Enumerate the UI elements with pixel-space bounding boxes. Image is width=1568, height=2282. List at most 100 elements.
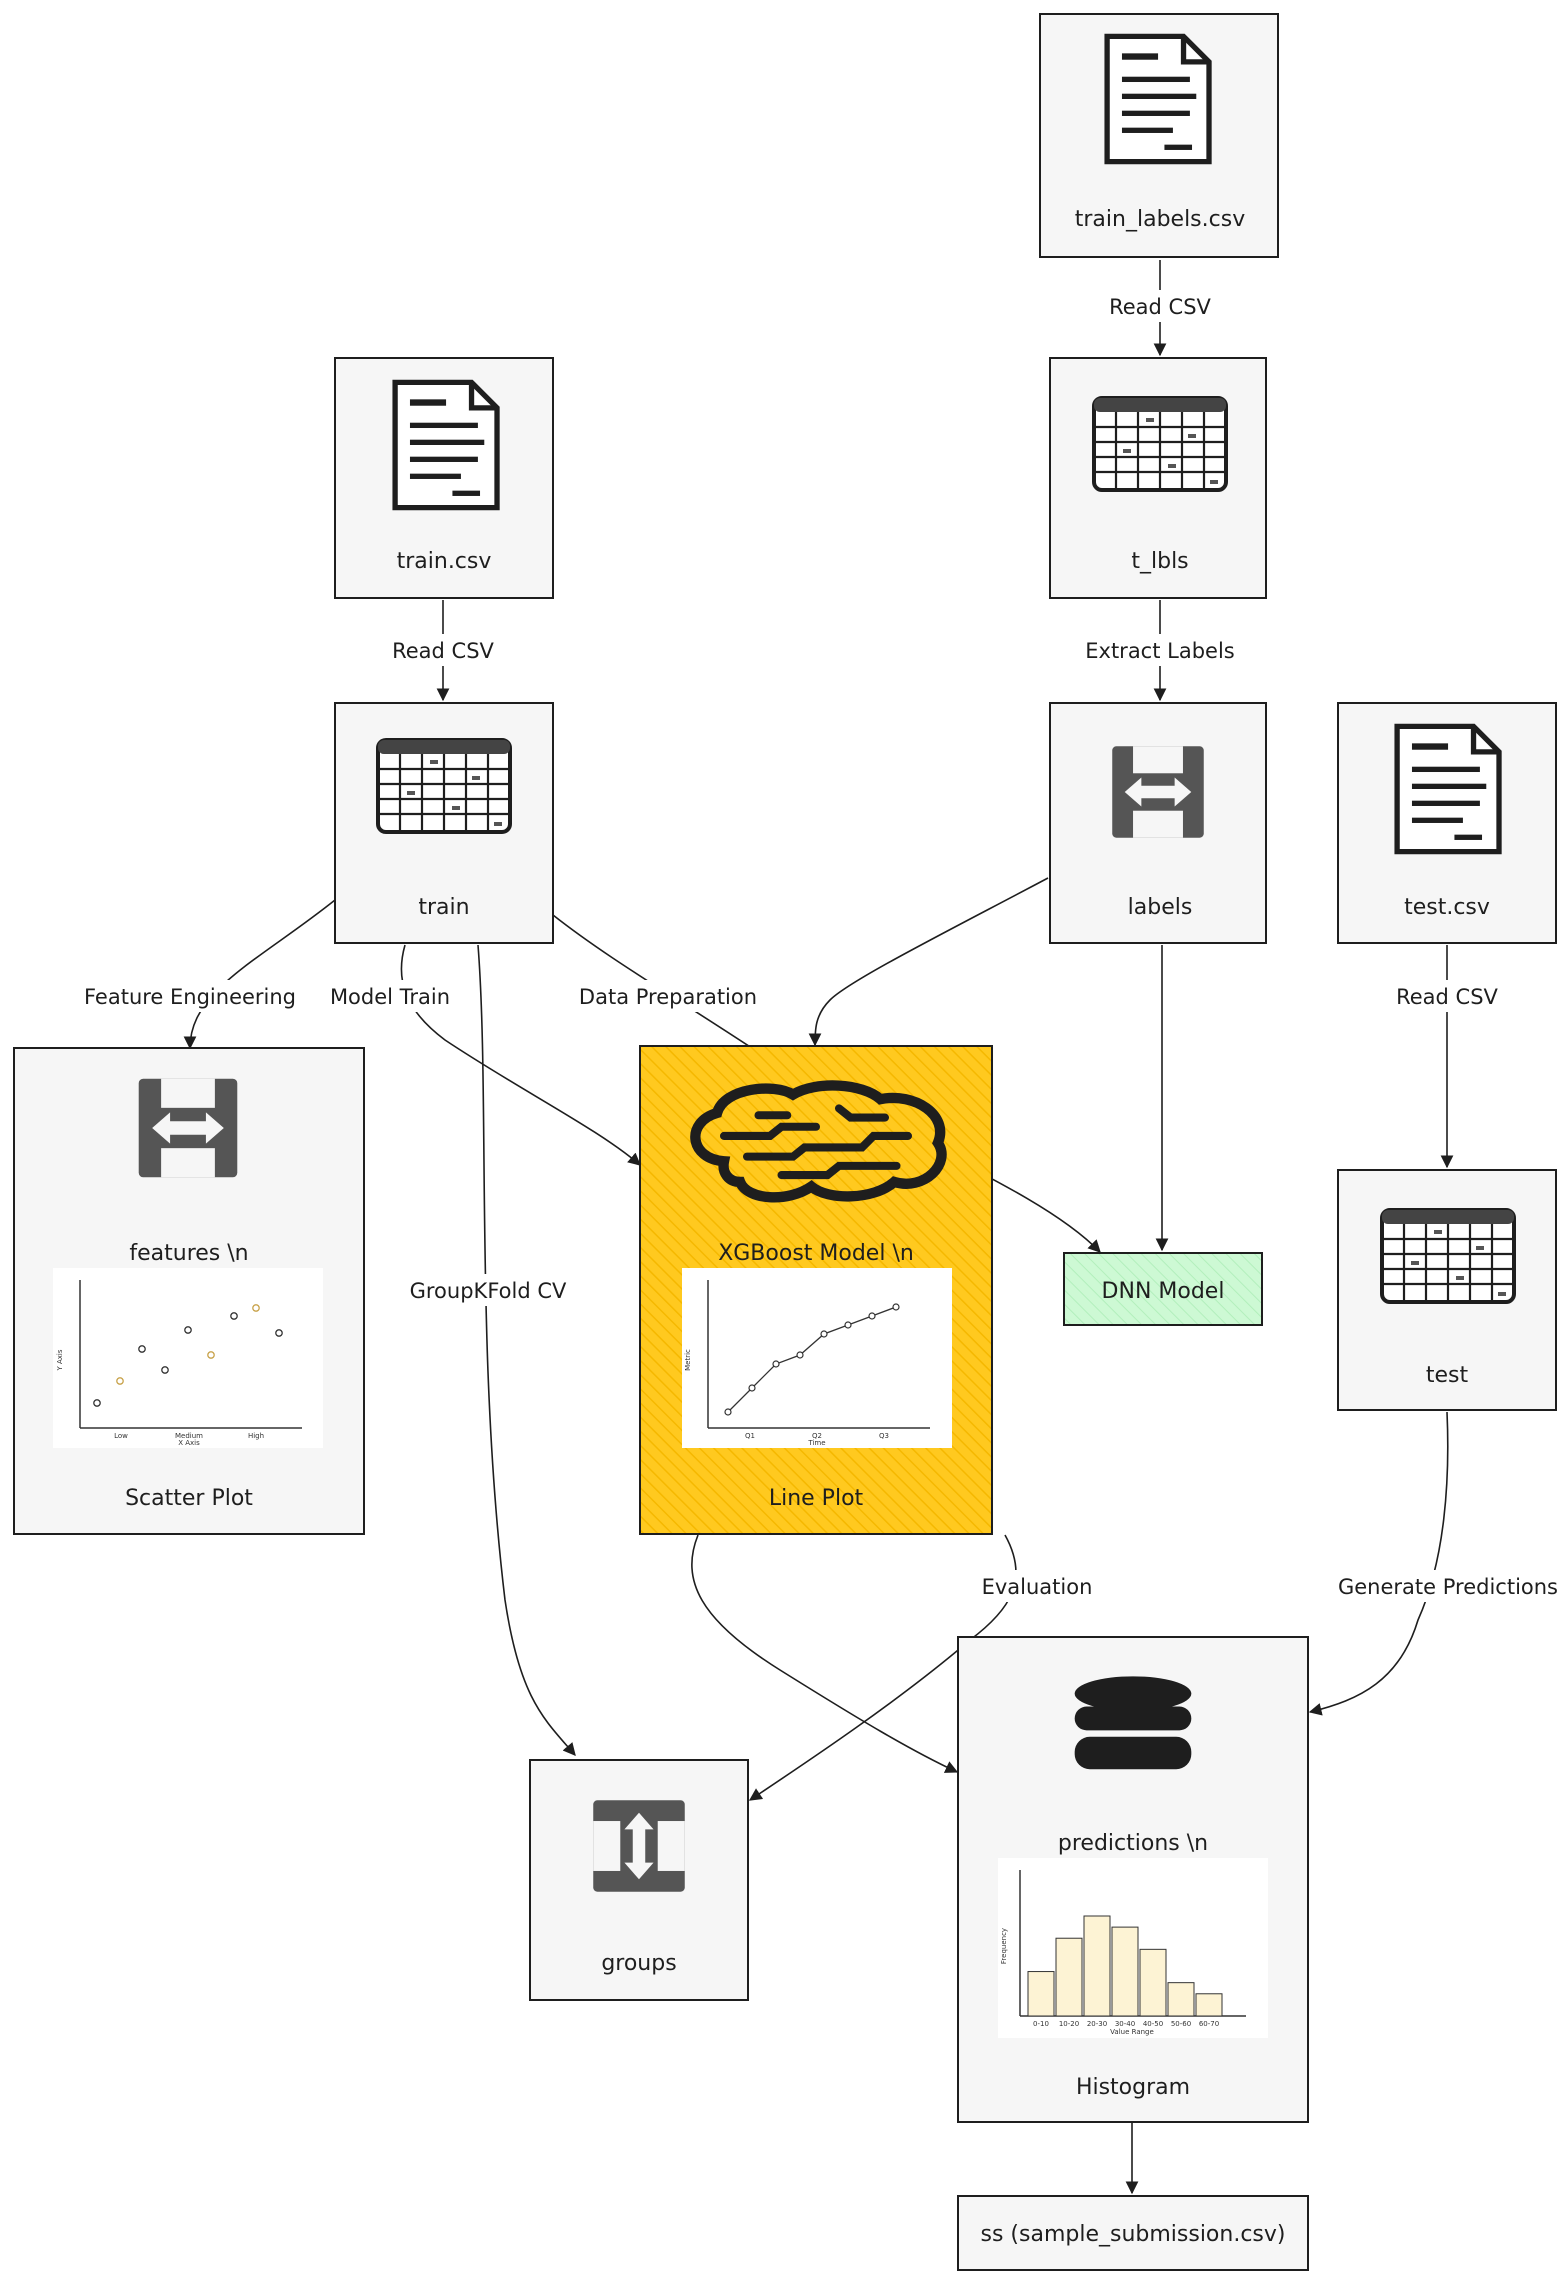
y-axis-label: Metric [684,1349,692,1371]
node-label: features \n [129,1241,248,1266]
node-label: XGBoost Model \n [718,1241,914,1266]
scatter-point [161,1366,169,1374]
scatter-point [184,1326,192,1334]
line-plot-thumbnail: Q1 Q2 Q3 Time Metric [682,1268,952,1448]
scatter-point [275,1329,283,1337]
x-tick: Q2 [812,1432,822,1440]
edge-label-read-csv: Read CSV [1109,295,1211,319]
node-test-csv[interactable]: test.csv [1337,702,1557,944]
document-icon [1107,36,1209,161]
node-sublabel: Scatter Plot [125,1486,253,1511]
x-axis-label: Time [807,1439,825,1447]
table-icon [378,740,510,832]
edge-label-evaluation: Evaluation [982,1575,1093,1599]
line-series [727,1306,897,1413]
node-train-csv[interactable]: train.csv [334,357,554,599]
node-label: train.csv [397,549,492,574]
x-axis-label: X Axis [178,1439,200,1447]
edge-labels-to-xgboost [808,877,1049,1047]
edge-label-read-csv: Read CSV [392,639,494,663]
scatter-point [116,1377,124,1385]
node-labels[interactable]: labels [1049,702,1267,944]
edge-labels: Read CSV Read CSV Extract Labels Read CS… [78,290,1566,1602]
line-point [724,1408,732,1416]
node-t-lbls[interactable]: t_lbls [1049,357,1267,599]
histogram-bar [1139,1948,1167,2017]
edge-label-read-csv: Read CSV [1396,985,1498,1009]
edge-train-to-groups [477,944,576,1756]
node-label: test [1426,1363,1469,1388]
node-train-labels-csv[interactable]: train_labels.csv [1039,13,1279,258]
x-tick: 30-40 [1115,2020,1135,2028]
swap-vertical-icon [593,1800,685,1892]
node-dnn-model[interactable]: DNN Model [1063,1252,1263,1326]
document-icon [1397,726,1499,851]
table-icon [1094,398,1226,490]
node-label: train_labels.csv [1075,207,1245,232]
edge-label-generate-predictions: Generate Predictions [1338,1575,1558,1599]
node-sublabel: Histogram [1076,2075,1190,2100]
x-tick: 20-30 [1087,2020,1107,2028]
edge-label-model-train: Model Train [330,985,450,1009]
node-label: groups [601,1951,676,1976]
line-point [796,1351,804,1359]
edge-test-to-predictions [1308,1411,1449,1716]
swap-horizontal-icon [138,1078,238,1178]
edge-label-feature-engineering: Feature Engineering [84,985,296,1009]
x-tick: Medium [175,1432,203,1440]
histogram-bar [1083,1915,1111,2017]
document-icon [395,382,497,507]
line-point [772,1360,780,1368]
node-label: DNN Model [1102,1279,1225,1304]
scatter-point [207,1351,215,1359]
node-groups[interactable]: groups [529,1759,749,2001]
scatter-point [252,1304,260,1312]
scatter-plot-thumbnail: Low Medium High X Axis Y Axis [53,1268,323,1448]
histogram-bars [1027,1915,1223,2017]
x-tick: 50-60 [1171,2020,1191,2028]
y-axis-label: Y Axis [56,1349,64,1371]
x-tick: High [248,1432,264,1440]
edge-label-groupkfold-cv: GroupKFold CV [410,1279,567,1303]
node-label: train [418,895,469,920]
scatter-points [93,1304,283,1407]
scatter-point [138,1345,146,1353]
edge-train-to-xgboost [400,944,641,1166]
histogram-bar [1055,1937,1083,2017]
node-label: ss (sample_submission.csv) [981,2222,1286,2247]
node-label: t_lbls [1131,549,1188,574]
node-label: labels [1128,895,1193,920]
line-point [844,1321,852,1329]
x-tick: 0-10 [1033,2020,1049,2028]
line-point [820,1330,828,1338]
x-tick: 10-20 [1059,2020,1079,2028]
node-ss[interactable]: ss (sample_submission.csv) [957,2195,1309,2271]
edge-train-to-features [183,899,336,1050]
x-axis-label: Value Range [1110,2028,1154,2036]
histogram-bar [1195,1993,1223,2017]
line-point [748,1384,756,1392]
x-tick: Low [114,1432,128,1440]
edge-xgboost-to-predictions [691,1534,959,1773]
histogram-bar [1027,1971,1055,2017]
x-tick: 40-50 [1143,2020,1163,2028]
edge-label-extract-labels: Extract Labels [1085,639,1234,663]
scatter-point [93,1399,101,1407]
table-icon [1382,1210,1514,1302]
line-points [724,1303,900,1416]
node-label: test.csv [1404,895,1490,920]
line-point [892,1303,900,1311]
node-features[interactable]: features \n Low Medium High X Axis Y Axi… [13,1047,365,1535]
line-point [868,1312,876,1320]
node-train[interactable]: train [334,702,554,944]
x-tick: Q1 [745,1432,755,1440]
x-tick: Q3 [879,1432,889,1440]
node-test[interactable]: test [1337,1169,1557,1411]
y-axis-label: Frequency [1000,1928,1008,1964]
node-xgboost-model[interactable]: XGBoost Model \n Q1 Q2 Q3 Time Metric Li… [639,1045,993,1535]
swap-horizontal-icon [1112,746,1204,838]
